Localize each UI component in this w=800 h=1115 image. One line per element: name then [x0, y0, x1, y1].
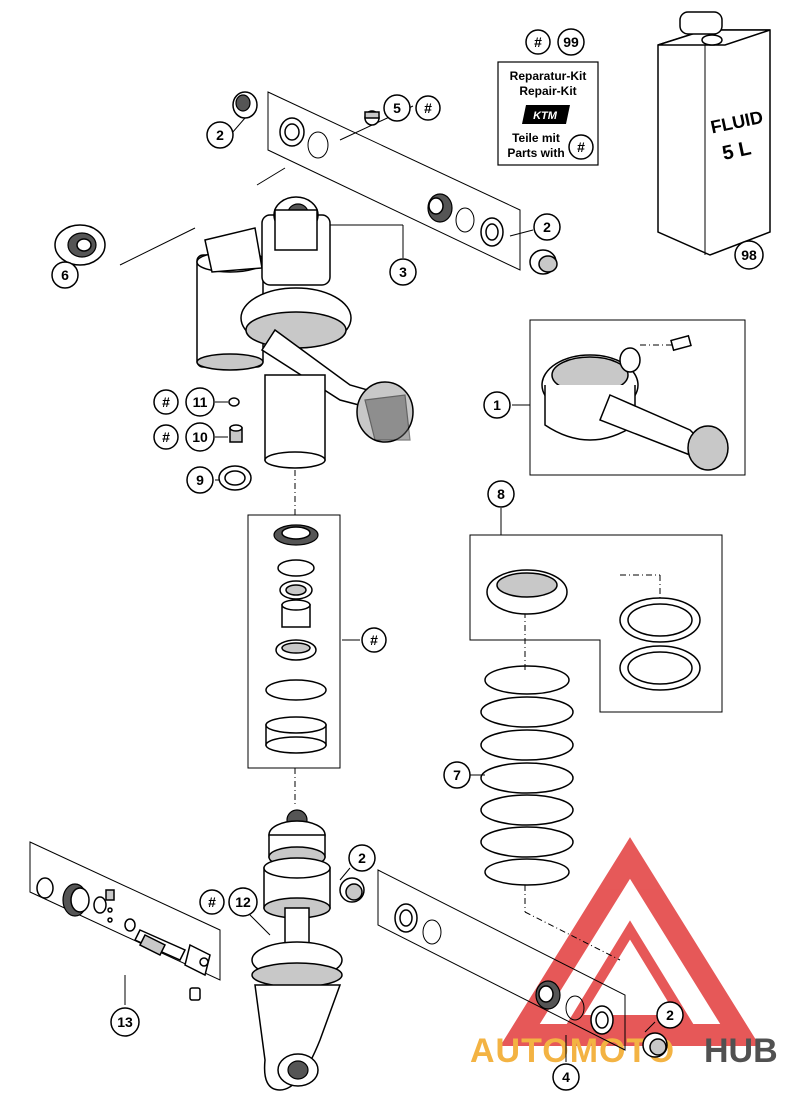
- callout-2-bottom-left: 2: [348, 844, 376, 872]
- repair-kit-box: Reparatur-Kit Repair-Kit KTM Teile mit P…: [497, 61, 599, 166]
- callout-99: 99: [557, 28, 585, 56]
- repair-kit-line2: Repair-Kit: [519, 84, 576, 98]
- callout-2-top-right: 2: [533, 213, 561, 241]
- callout-2-top-left: 2: [206, 121, 234, 149]
- o-ring-11: [228, 397, 240, 407]
- svg-text:12: 12: [235, 894, 251, 910]
- callout-10: 10: [185, 422, 215, 452]
- top-circlip: [307, 131, 329, 159]
- watermark-text-auto: AUTOMOTO: [470, 1032, 675, 1070]
- callout-11-hash: #: [153, 389, 179, 415]
- svg-text:#: #: [162, 429, 170, 445]
- callout-12: 12: [228, 887, 258, 917]
- callout-5: 5: [383, 94, 411, 122]
- frame-top-seals: [267, 91, 521, 271]
- bushing-right: [529, 249, 558, 275]
- valve-5: [364, 110, 380, 126]
- callout-8: 8: [487, 480, 515, 508]
- svg-text:98: 98: [741, 247, 757, 263]
- cap-9: [218, 465, 252, 491]
- svg-text:2: 2: [543, 219, 551, 235]
- axis-lines: [265, 344, 680, 1046]
- svg-text:6: 6: [61, 267, 69, 283]
- callout-9: 9: [186, 466, 214, 494]
- svg-text:#: #: [208, 894, 216, 910]
- frame-inset-1: [529, 319, 746, 476]
- callout-12-hash: #: [199, 889, 225, 915]
- callout-99-hash: #: [525, 29, 551, 55]
- callout-6: 6: [51, 261, 79, 289]
- shock-absorber-lower: [251, 809, 365, 1091]
- svg-text:#: #: [534, 34, 542, 50]
- svg-text:3: 3: [399, 264, 407, 280]
- svg-text:13: 13: [117, 1014, 133, 1030]
- svg-text:2: 2: [358, 850, 366, 866]
- callout-11: 11: [185, 387, 215, 417]
- frame-bottom-seals: [377, 869, 626, 1051]
- fluid-can: FLUID 5 L: [657, 11, 771, 256]
- callout-damper-hash: #: [361, 627, 387, 653]
- svg-text:99: 99: [563, 34, 579, 50]
- callout-5-hash: #: [415, 95, 441, 121]
- svg-text:8: 8: [497, 486, 505, 502]
- watermark-logo: AUTOMOTO HUB: [470, 837, 778, 1070]
- repair-kit-line4: Parts with: [507, 146, 564, 160]
- repair-kit-hash-badge: #: [568, 134, 594, 160]
- valve-10: [229, 424, 243, 443]
- callout-3: 3: [389, 258, 417, 286]
- parts-group-13: [36, 877, 211, 1001]
- callout-2-bottom-right: 2: [656, 1001, 684, 1029]
- callout-1: 1: [483, 391, 511, 419]
- svg-text:#: #: [577, 139, 585, 155]
- svg-text:9: 9: [196, 472, 204, 488]
- svg-text:1: 1: [493, 397, 501, 413]
- svg-text:11: 11: [193, 394, 208, 410]
- repair-kit-line3: Teile mit: [512, 131, 560, 145]
- watermark-text-hub: HUB: [704, 1032, 778, 1070]
- coil-spring-7: [480, 665, 574, 886]
- svg-text:2: 2: [666, 1007, 674, 1023]
- svg-text:7: 7: [453, 767, 461, 783]
- callout-98: 98: [734, 240, 764, 270]
- svg-text:KTM: KTM: [533, 110, 558, 122]
- top-bushing-left: [232, 91, 258, 119]
- bearing-right-set: [427, 193, 504, 247]
- frame-spring-seats: [469, 534, 723, 713]
- svg-text:#: #: [370, 632, 378, 648]
- callout-10-hash: #: [153, 424, 179, 450]
- frame-group-13: [29, 841, 221, 981]
- svg-text:4: 4: [562, 1069, 570, 1085]
- svg-text:#: #: [424, 100, 432, 116]
- frame-damper-kit: [247, 514, 341, 769]
- ktm-logo: KTM: [522, 105, 570, 124]
- top-washer: [279, 117, 305, 147]
- callout-13: 13: [110, 1007, 140, 1037]
- damper-kit-parts: [265, 524, 327, 754]
- adjuster-6: [54, 224, 106, 266]
- leader-lines: [119, 105, 656, 1062]
- spring-seat-8: [486, 569, 701, 691]
- callout-4: 4: [552, 1063, 580, 1091]
- svg-text:10: 10: [192, 429, 208, 445]
- svg-text:5: 5: [393, 100, 401, 116]
- repair-kit-line1: Reparatur-Kit: [510, 69, 587, 83]
- shock-absorber-upper: [196, 196, 414, 469]
- callout-7: 7: [443, 761, 471, 789]
- inset-adjuster-1: [541, 334, 729, 471]
- bottom-seals: [394, 903, 668, 1058]
- svg-text:2: 2: [216, 127, 224, 143]
- svg-text:#: #: [162, 394, 170, 410]
